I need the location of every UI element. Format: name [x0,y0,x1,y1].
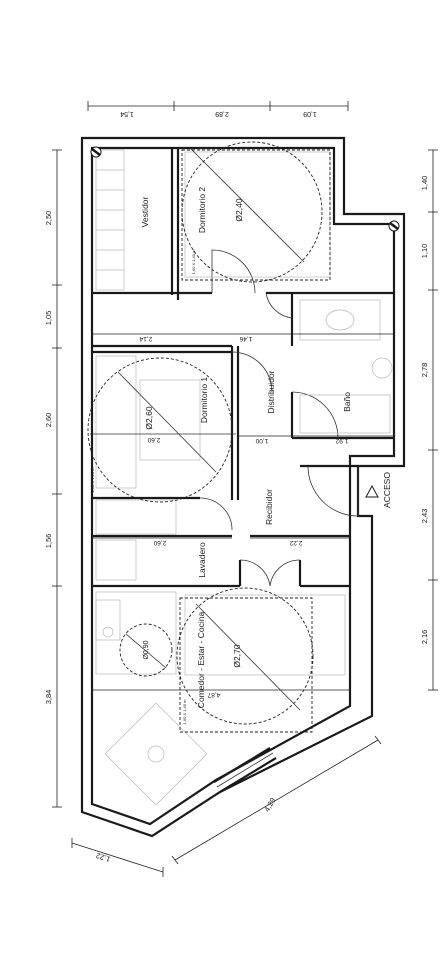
room-lavadero: Lavadero [197,542,207,578]
window [213,747,277,793]
dim-top-1: 1,54 [120,110,134,117]
room-cocina: Comedor - Estar - Cocina [196,612,206,709]
dimension-left: 2,50 1,05 2,60 1,56 3,84 [44,149,62,808]
dim-left-3: 2,60 [44,413,53,428]
corner-symbols [90,146,400,232]
dim-right-5: 2,16 [420,630,429,645]
dim-100: 1,00 [255,437,268,444]
dim-top-2: 2,89 [215,110,229,117]
access-marker: ACCESO [365,472,392,508]
furniture [95,149,393,806]
outer-walls [80,136,406,838]
dim-right-4: 2,43 [420,509,429,524]
doors [199,249,359,587]
room-vestidor: Vestidor [140,196,150,227]
room-dormitorio-2: Dormitorio 2 [197,187,207,234]
dim-192: 1,92 [335,437,348,444]
dim-487: 4,87 [207,691,220,698]
note-dorm2: 1,60 X 1,40 m [191,249,196,275]
note-cocina: 1,60 X 1,40 m [182,699,187,725]
dim-260a: 2,60 [147,436,160,443]
dim-right-2: 1,10 [420,244,429,259]
dim-bottom-1: 1,22 [95,851,112,864]
room-labels: Vestidor Dormitorio 2 Dormitorio 1 Distr… [140,187,352,709]
dim-left-1: 2,50 [44,211,53,226]
dimension-right: 1,40 1,10 2,78 2,43 2,16 [420,149,438,691]
interior-dimensions: 2,14 1,46 2,60 1,00 1,92 2,60 2,22 4,87 [92,333,394,698]
dim-left-2: 1,05 [44,311,53,326]
access-arrow-icon [365,484,379,498]
dim-222: 2,22 [289,539,302,546]
dimension-bottom: 1,22 4,29 [71,735,382,877]
dim-260b: 2,60 [153,539,166,546]
circle-label-260: Ø2,60 [144,406,154,429]
dim-right-1: 1,40 [420,176,429,191]
dim-left-5: 3,84 [44,690,53,705]
dim-146: 1,46 [239,335,252,342]
dim-left-4: 1,56 [44,534,53,549]
access-label: ACCESO [382,472,392,508]
turning-circles: Ø2,40 Ø2,60 Ø2,70 Ø0,90 [87,141,331,733]
circle-label-240: Ø2,40 [234,198,244,221]
dim-bottom-2: 4,29 [262,796,277,813]
interior-walls [92,148,394,588]
room-dormitorio-1: Dormitorio 1 [199,377,209,424]
room-bano: Baño [342,392,352,412]
dim-214: 2,14 [139,335,152,342]
room-recibidor: Recibidor [264,489,274,525]
circle-label-090: Ø0,90 [143,640,150,659]
dimension-top: 1,54 2,89 1,09 [87,101,349,117]
room-distribuidor: Distribuidor [266,370,276,413]
dim-top-3: 1,09 [303,110,317,117]
note-dorm1: 1,60 X 1,60 m [90,467,95,493]
size-notes: 1,60 X 1,40 m 1,60 X 1,60 m 1,60 X 1,40 … [90,249,196,725]
circle-label-270: Ø2,70 [232,644,242,667]
dim-right-3: 2,78 [420,363,429,378]
